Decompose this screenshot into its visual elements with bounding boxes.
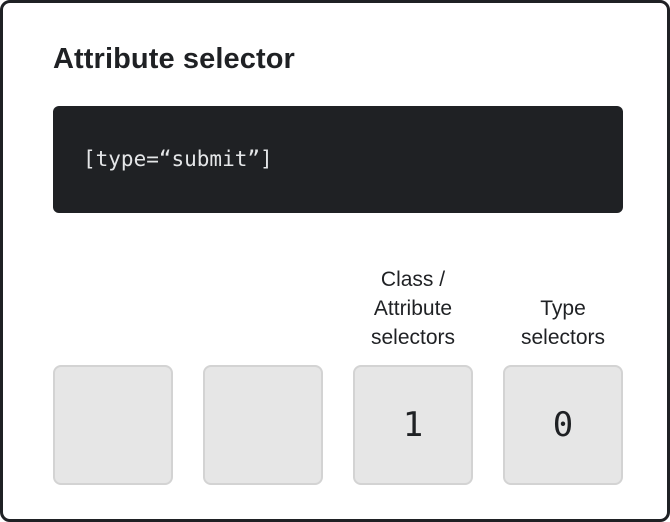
label-line: selectors — [370, 326, 456, 349]
specificity-box-id — [203, 365, 323, 485]
label-line: Type — [540, 297, 586, 320]
selector-code: [type=“submit”] — [83, 147, 273, 171]
specificity-box-type: 0 — [503, 365, 623, 485]
label-line: selectors — [520, 326, 606, 349]
specificity-box-inline — [53, 365, 173, 485]
card-title: Attribute selector — [53, 43, 295, 75]
specificity-box-class-attribute: 1 — [353, 365, 473, 485]
code-block: [type=“submit”] — [53, 106, 623, 213]
box-value: 1 — [402, 405, 424, 445]
label-line: Class / — [380, 268, 446, 291]
column-label-class-attribute: Class / Attribute selectors — [343, 265, 483, 352]
column-label-type: Type selectors — [493, 294, 633, 352]
label-line: Attribute — [373, 297, 453, 320]
box-value: 0 — [552, 405, 574, 445]
